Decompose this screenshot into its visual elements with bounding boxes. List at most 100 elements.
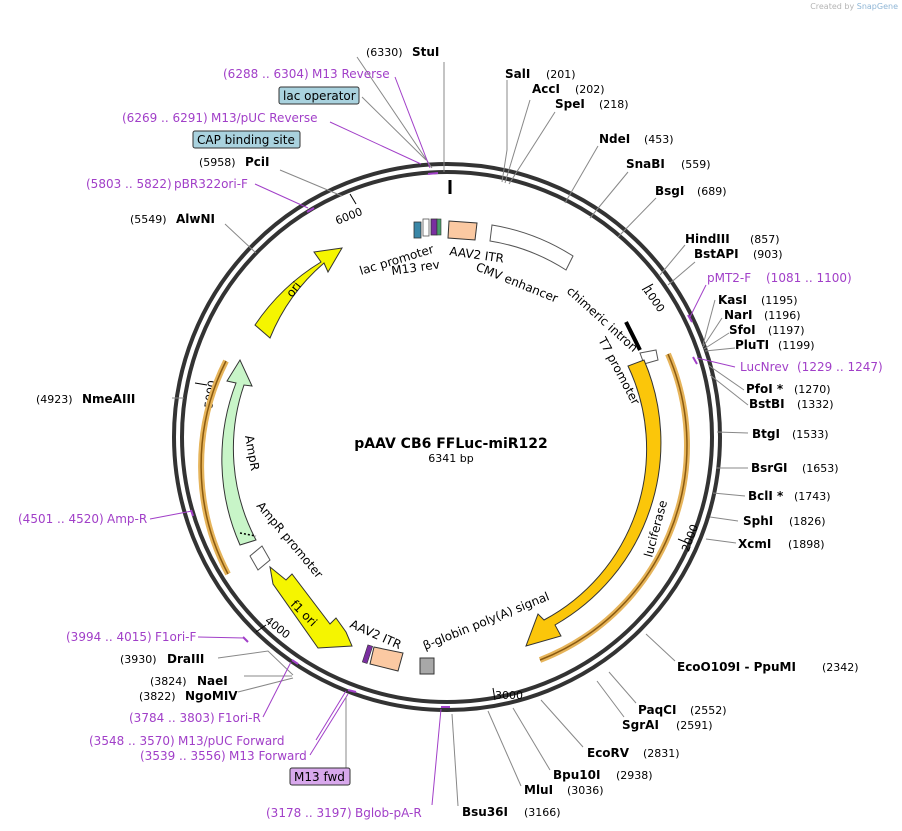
ampr-dotted xyxy=(239,532,257,537)
site-pos-ecorv: (2831) xyxy=(643,747,680,760)
lac-operator-box xyxy=(278,86,360,105)
site-name-kasi: KasI xyxy=(718,293,747,307)
primer-range-m13-forward: (3539 .. 3556) xyxy=(140,749,226,763)
site-pos-ecoo109i: (2342) xyxy=(822,661,859,674)
site-name-bsu36i: Bsu36I xyxy=(462,805,508,819)
lac-operator-block xyxy=(422,218,430,237)
itr-bottom-mark xyxy=(361,644,374,664)
site-name-pcii: PciI xyxy=(245,155,270,169)
site-name-paqci: PaqCI xyxy=(638,703,676,717)
chimeric-intron-mark xyxy=(624,321,642,351)
lac-promoter-block xyxy=(413,221,422,239)
backbone-outer xyxy=(172,162,722,712)
label-m13-rev: M13 rev xyxy=(390,257,440,278)
primer-name-lucnrev: LucNrev xyxy=(740,360,789,374)
site-pos-naei: (3824) xyxy=(150,675,187,688)
site-pos-stui: (6330) xyxy=(366,46,403,59)
site-pos-sfoi: (1197) xyxy=(768,324,805,337)
site-pos-ngomiv: (3822) xyxy=(139,690,176,703)
site-pos-hindiii: (857) xyxy=(750,233,780,246)
cap-binding-text: CAP binding site xyxy=(197,133,295,147)
cap-site-block xyxy=(436,218,442,236)
primer-range-pmt2f: (1081 .. 1100) xyxy=(766,271,852,285)
site-name-sphi: SphI xyxy=(743,514,773,528)
site-name-xcmi: XcmI xyxy=(738,537,771,551)
primer-range-m13puc-reverse: (6269 .. 6291) xyxy=(122,111,208,125)
site-name-nari: NarI xyxy=(724,308,753,322)
primer-marks xyxy=(190,172,698,708)
site-pos-sphi: (1826) xyxy=(789,515,826,528)
plasmid-length: 6341 bp xyxy=(428,452,473,465)
site-name-ndei: NdeI xyxy=(599,132,630,146)
site-pos-bsgi: (689) xyxy=(697,185,727,198)
site-name-sfoi: SfoI xyxy=(729,323,756,337)
cap-binding-box xyxy=(192,130,301,149)
label-aav2-itr-bottom: AAV2 ITR xyxy=(348,617,404,652)
site-pos-mlui: (3036) xyxy=(567,784,604,797)
site-pos-bstbi: (1332) xyxy=(797,398,834,411)
primer-name-f1orif: F1ori-F xyxy=(155,630,196,644)
site-pos-pfoi: (1270) xyxy=(794,383,831,396)
lac-operator-text: lac operator xyxy=(283,89,356,103)
site-pos-spei: (218) xyxy=(599,98,629,111)
site-pos-bsrgi: (1653) xyxy=(802,462,839,475)
primer-range-m13puc-forward: (3548 .. 3570) xyxy=(89,734,175,748)
cmv-enhancer-arrow xyxy=(489,224,574,271)
f1-ori-arrow xyxy=(269,565,353,649)
site-name-bstbi: BstBI xyxy=(749,397,785,411)
primer-leaders xyxy=(149,76,736,806)
site-name-naei: NaeI xyxy=(197,674,228,688)
site-name-spei: SpeI xyxy=(555,97,585,111)
site-name-btgi: BtgI xyxy=(752,427,780,441)
site-name-pluti: PluTI xyxy=(735,338,769,352)
site-pos-pluti: (1199) xyxy=(778,339,815,352)
site-pos-acci: (202) xyxy=(575,83,605,96)
site-pos-paqci: (2552) xyxy=(690,704,727,717)
site-pos-pcii: (5958) xyxy=(199,156,236,169)
primer-range-f1orif: (3994 .. 4015) xyxy=(66,630,152,644)
site-name-mlui: MluI xyxy=(524,783,553,797)
site-name-snabi: SnaBI xyxy=(626,157,665,171)
brand-prefix: Created by xyxy=(810,2,855,11)
site-name-acci: AccI xyxy=(532,82,560,96)
site-name-ecorv: EcoRV xyxy=(587,746,630,760)
primer-range-m13-reverse: (6288 .. 6304) xyxy=(223,67,309,81)
site-pos-nmeaiii: (4923) xyxy=(36,393,73,406)
bglobin-polya-block xyxy=(419,657,435,675)
m13-fwd-text: M13 fwd xyxy=(294,770,345,784)
primer-name-f1orir: F1ori-R xyxy=(218,711,261,725)
site-name-sgrai: SgrAI xyxy=(622,718,659,732)
primer-name-m13-reverse: M13 Reverse xyxy=(312,67,390,81)
ampr-promoter-arrow xyxy=(249,545,271,571)
site-name-ngomiv: NgoMIV xyxy=(185,689,238,703)
luciferase-arrow xyxy=(525,359,662,647)
primer-name-m13puc-reverse: M13/pUC Reverse xyxy=(211,111,318,125)
primer-name-pbr322ori: pBR322ori-F xyxy=(174,177,248,191)
label-ampr-promoter: AmpR promoter xyxy=(254,499,326,581)
ampr-arrow xyxy=(221,358,257,546)
primer-name-ampr: Amp-R xyxy=(107,512,147,526)
primer-range-pbr322ori: (5803 .. 5822) xyxy=(86,177,172,191)
site-name-bsrgi: BsrGI xyxy=(751,461,788,475)
luciferase-strand-core xyxy=(539,353,688,661)
primer-name-bglob: Bglob-pA-R xyxy=(355,806,422,820)
primer-range-lucnrev: (1229 .. 1247) xyxy=(797,360,883,374)
label-ampr: AmpR xyxy=(242,434,262,472)
primer-range-bglob: (3178 .. 3197) xyxy=(266,806,352,820)
site-pos-sali: (201) xyxy=(546,68,576,81)
site-name-pfoi: PfoI * xyxy=(746,382,784,396)
site-pos-bcli: (1743) xyxy=(794,490,831,503)
site-leaders xyxy=(172,56,749,807)
site-pos-sgrai: (2591) xyxy=(676,719,713,732)
site-pos-kasi: (1195) xyxy=(761,294,798,307)
site-pos-ndei: (453) xyxy=(644,133,674,146)
primer-name-pmt2f: pMT2-F xyxy=(707,271,751,285)
site-pos-bsu36i: (3166) xyxy=(524,806,561,819)
site-name-ecoo109i: EcoO109I - PpuMI xyxy=(677,660,796,674)
site-name-nmeaiii: NmeAIII xyxy=(82,392,135,406)
ampr-strand-core xyxy=(200,360,229,575)
primer-range-ampr: (4501 .. 4520) xyxy=(18,512,104,526)
primer-name-m13-forward: M13 Forward xyxy=(229,749,307,763)
label-cmv-enhancer: CMV enhancer xyxy=(474,260,560,306)
